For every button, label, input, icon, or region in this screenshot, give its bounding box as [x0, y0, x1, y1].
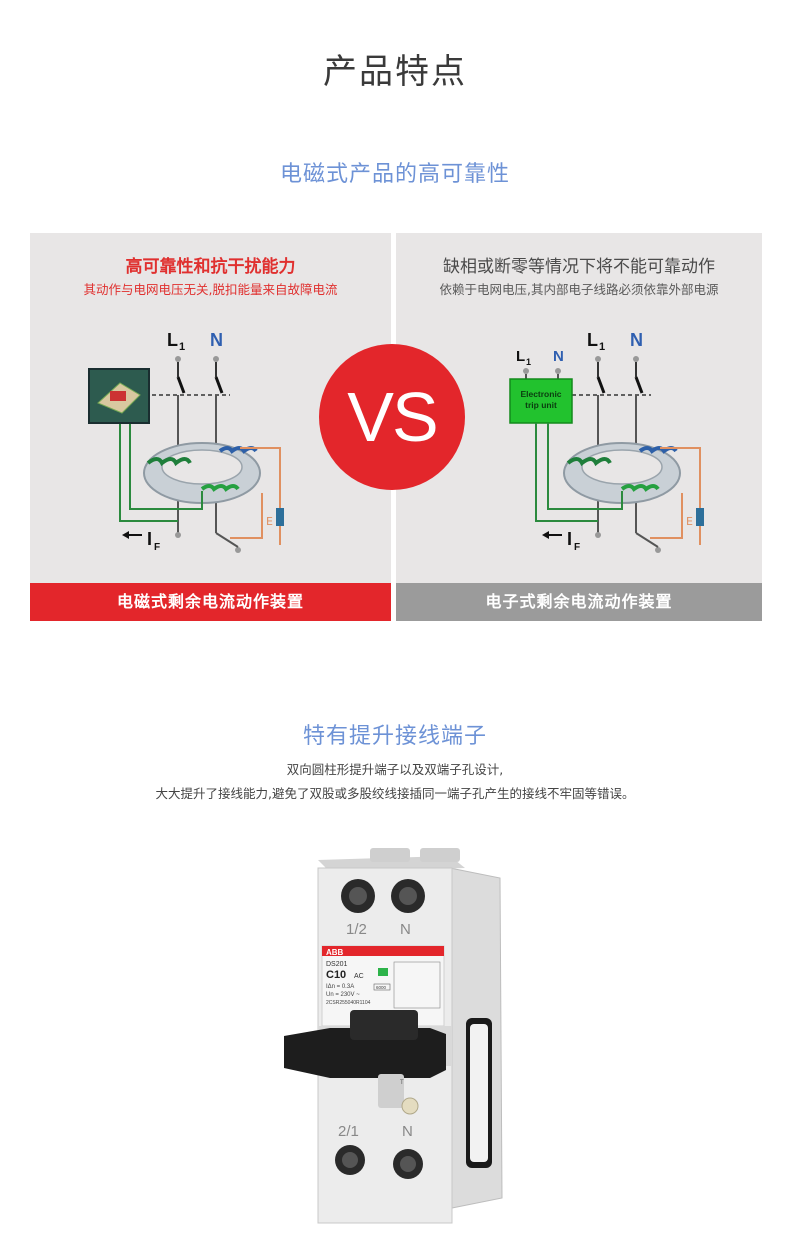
section-description-line1: 双向圆柱形提升端子以及双端子孔设计, [286, 762, 504, 777]
l1-sub-label: 1 [599, 341, 605, 353]
model-label: DS201 [326, 961, 348, 968]
l1-small-sub-label: 1 [526, 357, 531, 367]
brand-logo: ABB [326, 948, 344, 957]
type-label: AC [354, 973, 364, 980]
terminal-label-n-bottom: N [402, 1123, 413, 1140]
panel-subheading: 依赖于电网电压,其内部电子线路必须依靠外部电源 [439, 282, 719, 297]
status-indicator [378, 968, 388, 976]
electronic-rcd-diagram: L 1 N L 1 N Electronic t [509, 330, 704, 553]
l1-sub-label: 1 [179, 341, 185, 353]
if-sub-label: F [574, 542, 580, 553]
fault-current-arrow: I F [542, 529, 580, 553]
toggle-lever [284, 1028, 446, 1078]
toroid-core [143, 442, 261, 504]
panel-heading: 高可靠性和抗干扰能力 [125, 257, 296, 277]
breaking-capacity-label: 6000 [376, 985, 387, 990]
if-label: I [147, 529, 152, 549]
panel-footer-label: 电子式剩余电流动作装置 [396, 583, 762, 621]
panel-heading: 缺相或断零等情况下将不能可靠动作 [443, 257, 715, 277]
vs-badge: VS [319, 344, 465, 490]
electromagnetic-rcd-diagram: L 1 N [88, 330, 284, 553]
test-button [401, 1097, 419, 1115]
trip-unit-label-line1: Electronic [520, 389, 561, 399]
n-label: N [630, 330, 643, 350]
l1-label: L [167, 330, 178, 350]
svg-text:E: E [266, 515, 273, 528]
secondary-circuit: E [535, 423, 704, 545]
trip-relay-image [88, 368, 150, 424]
section-description-line2: 大大提升了接线能力,避免了双股或多股绞线接插同一端子孔产生的接线不牢固等错误。 [155, 786, 635, 801]
electronic-trip-unit: Electronic trip unit [509, 378, 573, 424]
n-small-label: N [553, 348, 564, 365]
section-title-terminals: 特有提升接线端子 [302, 724, 487, 749]
n-label: N [210, 330, 223, 350]
l1-small-label: L [516, 348, 525, 365]
if-sub-label: F [154, 542, 160, 553]
voltage-label: Un = 230V ~ [326, 992, 360, 998]
panel-footer-label: 电磁式剩余电流动作装置 [30, 583, 391, 621]
abb-rcbo-product-image: 1/2 N ABB DS201 C10 AC IΔn = 0.3A Un = 2… [284, 848, 503, 1224]
terminal-label-1-2: 1/2 [346, 921, 367, 938]
svg-text:E: E [686, 515, 693, 528]
trip-unit-label-line2: trip unit [525, 400, 557, 410]
toroid-core [563, 442, 681, 504]
terminal-label-2-1: 2/1 [338, 1123, 359, 1140]
l1-label: L [587, 330, 598, 350]
panel-subheading: 其动作与电网电压无关,脱扣能量来自故障电流 [83, 282, 338, 297]
product-code-label: 2CSR255040R1104 [326, 1000, 371, 1006]
terminal-label-n-top: N [400, 921, 411, 938]
section-title-reliability: 电磁式产品的高可靠性 [279, 162, 510, 187]
secondary-circuit: E [119, 424, 284, 545]
fault-current-arrow: I F [122, 529, 160, 553]
test-label: T [400, 1080, 404, 1086]
if-label: I [567, 529, 572, 549]
page-title: 产品特点 [323, 52, 467, 92]
rating-label: C10 [326, 969, 346, 981]
sensitivity-label: IΔn = 0.3A [326, 984, 354, 990]
